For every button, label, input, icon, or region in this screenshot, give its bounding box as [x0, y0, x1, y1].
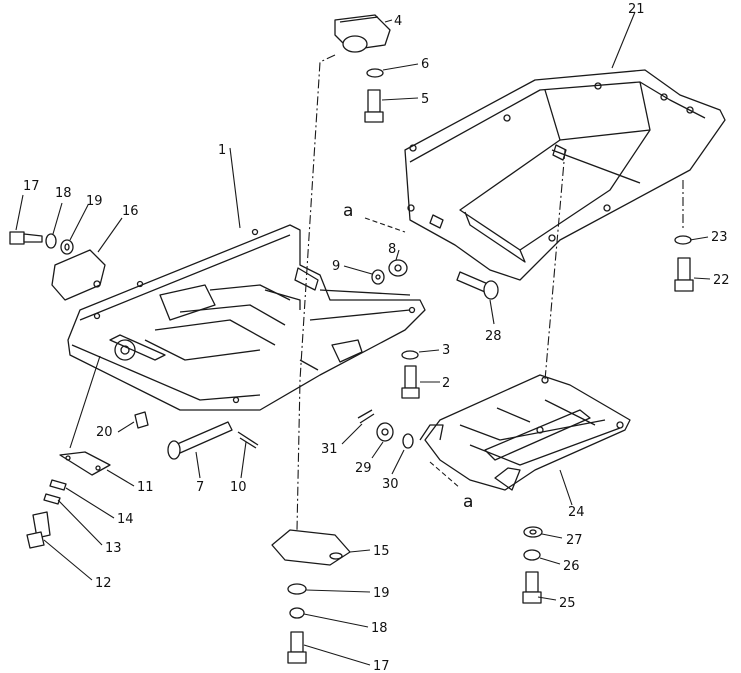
bolt-part-17-upper — [9, 231, 43, 245]
cover-part-16 — [51, 249, 106, 301]
callout-20: 20 — [96, 425, 113, 440]
washer-part-6 — [366, 68, 384, 78]
callout-31: 31 — [321, 442, 338, 457]
callout-13: 13 — [105, 541, 122, 556]
bolt-part-28 — [456, 271, 499, 300]
reference-a-top: a — [343, 201, 353, 221]
callout-19-upper: 19 — [86, 194, 103, 209]
callout-19-lower: 19 — [373, 586, 390, 601]
bracket-part-4 — [334, 14, 391, 53]
callout-2: 2 — [442, 376, 450, 391]
callout-16: 16 — [122, 204, 139, 219]
nut-part-14 — [49, 479, 67, 491]
callout-12: 12 — [95, 576, 112, 591]
callout-17-lower: 17 — [373, 659, 390, 673]
callout-14: 14 — [117, 512, 134, 527]
callout-6: 6 — [421, 57, 429, 72]
callout-23: 23 — [711, 230, 728, 245]
bolt-part-5 — [364, 89, 384, 123]
pin-part-31 — [357, 409, 375, 424]
reference-a-bottom: a — [463, 492, 473, 512]
washer-part-19-upper — [60, 239, 74, 255]
cover-plate-part-15 — [271, 529, 351, 566]
bolt-part-25 — [522, 571, 542, 604]
bolt-part-2 — [401, 365, 420, 399]
callout-28: 28 — [485, 329, 502, 344]
lower-guard-part-24 — [419, 374, 631, 491]
callout-18-lower: 18 — [371, 621, 388, 636]
callout-1: 1 — [218, 143, 226, 158]
callout-10: 10 — [230, 480, 247, 495]
callout-3: 3 — [442, 343, 450, 358]
clip-part-20 — [134, 411, 149, 429]
washer-part-27 — [523, 526, 543, 538]
assembly-lines — [296, 54, 684, 531]
washer-part-23 — [674, 235, 692, 245]
leader-lines — [15, 11, 711, 666]
callout-17-upper: 17 — [23, 179, 40, 194]
washer-part-18-lower — [289, 607, 305, 619]
washer-part-18-upper — [45, 233, 57, 249]
reference-labels: a a — [343, 201, 473, 512]
callout-4: 4 — [394, 14, 402, 29]
callout-7: 7 — [196, 480, 204, 495]
callout-11: 11 — [137, 480, 154, 495]
bolt-part-22 — [674, 257, 694, 292]
callout-22: 22 — [713, 273, 730, 288]
bolt-part-17-lower — [287, 631, 307, 664]
callout-30: 30 — [382, 477, 399, 492]
callout-24: 24 — [568, 505, 585, 520]
washer-part-9 — [371, 269, 385, 285]
nut-part-29 — [376, 422, 394, 442]
callout-26: 26 — [563, 559, 580, 574]
callout-21: 21 — [628, 2, 645, 17]
callout-18-upper: 18 — [55, 186, 72, 201]
callout-29: 29 — [355, 461, 372, 476]
pin-part-10 — [237, 431, 259, 449]
plate-part-11 — [59, 451, 111, 476]
callout-25: 25 — [559, 596, 576, 611]
callout-27: 27 — [566, 533, 583, 548]
nut-part-8 — [388, 259, 408, 277]
washer-part-19-lower — [287, 583, 307, 595]
rear-cover-part-21 — [404, 69, 726, 281]
callout-9: 9 — [332, 259, 340, 274]
callout-15: 15 — [373, 544, 390, 559]
callout-8: 8 — [388, 242, 396, 257]
bolt-part-12 — [26, 511, 51, 549]
washer-part-30 — [402, 433, 414, 449]
callout-5: 5 — [421, 92, 429, 107]
callout-labels: 1 4 6 5 21 23 22 17 18 19 16 8 9 3 2 28 … — [23, 2, 730, 673]
bolt-part-7 — [167, 421, 233, 460]
undercover-part-1 — [67, 224, 426, 411]
washer-part-26 — [523, 549, 541, 561]
washer-part-3 — [401, 350, 419, 360]
washer-part-13 — [43, 493, 61, 505]
